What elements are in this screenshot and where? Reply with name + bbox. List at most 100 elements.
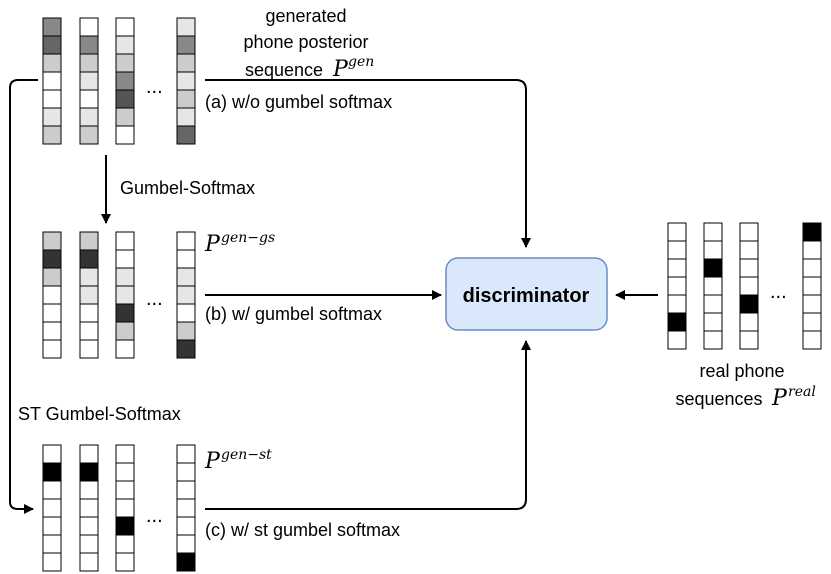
generated-posterior-cell [176,71,196,91]
p-gen-st-superscript: gen−st [221,447,272,463]
generated-posterior-cell [42,17,62,37]
real-phone-cell [703,276,723,296]
generated-posterior-cell [115,71,135,91]
st-gumbel-softmax-arrow-label: ST Gumbel-Softmax [18,404,181,424]
st-gumbel-softmax-cell [79,480,99,500]
gumbel-softmax-cell [79,231,99,251]
gumbel-softmax-cell [176,339,196,359]
real-caption-line-2: sequences [675,389,762,409]
real-phone-cell [739,294,759,314]
gumbel-softmax-cell [42,339,62,359]
generated-posterior-cell [115,17,135,37]
p-gen-superscript: gen [348,54,374,70]
generated-posterior-cell [176,125,196,145]
generated-posterior-cell [115,107,135,127]
p-real-symbol: P [771,386,788,411]
st-gumbel-softmax-cell [42,480,62,500]
gumbel-softmax-cell [42,231,62,251]
st-gumbel-softmax-cell [176,552,196,572]
st-gumbel-softmax-cell [79,516,99,536]
gumbel-softmax-cell [115,321,135,341]
st-gumbel-softmax-cell [42,462,62,482]
gumbel-softmax-cell [115,303,135,323]
real-phone-cell [802,330,822,350]
gumbel-softmax-cell [79,321,99,341]
real-phone-cell [802,294,822,314]
st-gumbel-softmax-cell [79,444,99,464]
gumbel-softmax-arrow-label: Gumbel-Softmax [120,178,255,198]
generated-caption-line-1: generated [265,6,346,26]
gumbel-softmax-cell [176,267,196,287]
real-phone-cell [739,276,759,296]
generated-posterior-cell [176,89,196,109]
real-phone-cell [703,330,723,350]
ellipsis-generated: ... [146,76,163,98]
real-caption: real phone sequences P real [675,361,815,411]
st-gumbel-softmax-cell [79,462,99,482]
st-gumbel-softmax-cell [42,444,62,464]
st-gumbel-softmax-cell [115,498,135,518]
p-real-superscript: real [788,384,816,400]
st-gumbel-softmax-cell [42,516,62,536]
real-phone-cell [802,312,822,332]
p-gen-st-symbol: P [204,449,221,474]
gumbel-softmax-cell [42,321,62,341]
gumbel-softmax-cell [42,267,62,287]
st-gumbel-softmax-cell [115,552,135,572]
ellipsis-st: ... [146,505,163,527]
real-phone-cell [667,276,687,296]
gumbel-softmax-cell [176,249,196,269]
real-phone-cell [703,312,723,332]
st-gumbel-softmax-cell [42,534,62,554]
generated-posterior-cell [176,53,196,73]
generated-posterior-cell [176,107,196,127]
st-gumbel-softmax-cell [42,552,62,572]
real-phone-cell [703,222,723,242]
real-phone-cell [739,258,759,278]
generated-posterior-cell [42,107,62,127]
st-gumbel-softmax-cell [115,534,135,554]
generated-posterior-cell [79,125,99,145]
ellipsis-gumbel: ... [146,288,163,310]
generated-posterior-grid [42,17,196,145]
gumbel-softmax-cell [79,339,99,359]
generated-posterior-cell [42,89,62,109]
real-phone-cell [739,330,759,350]
arrow-path-a [205,79,531,248]
real-phone-cell [667,240,687,260]
p-gen-gs-label: P gen−gs [204,230,275,257]
st-gumbel-softmax-grid [42,444,196,572]
gumbel-softmax-cell [176,321,196,341]
real-caption-line-1: real phone [699,361,784,381]
path-label-a: (a) w/o gumbel softmax [205,92,392,112]
st-gumbel-softmax-cell [115,516,135,536]
p-gen-gs-superscript: gen−gs [221,230,275,246]
st-gumbel-softmax-cell [176,516,196,536]
st-gumbel-softmax-cell [79,552,99,572]
st-gumbel-softmax-cell [176,462,196,482]
real-phone-cell [739,222,759,242]
generated-posterior-cell [42,125,62,145]
st-gumbel-softmax-cell [115,462,135,482]
st-gumbel-softmax-cell [176,498,196,518]
st-gumbel-softmax-cell [176,534,196,554]
gumbel-softmax-cell [176,285,196,305]
real-phone-cell [802,222,822,242]
gumbel-softmax-cell [115,267,135,287]
real-phone-cell [667,294,687,314]
real-phone-cell [667,222,687,242]
generated-posterior-cell [79,107,99,127]
ellipsis-real: ... [770,281,787,303]
generated-posterior-cell [115,53,135,73]
st-gumbel-softmax-cell [176,480,196,500]
gumbel-softmax-cell [115,339,135,359]
path-label-b: (b) w/ gumbel softmax [205,304,382,324]
real-phone-cell [703,294,723,314]
generated-caption-line-3: sequence [245,60,323,80]
gumbel-softmax-cell [115,231,135,251]
p-gen-gs-symbol: P [204,232,221,257]
gumbel-softmax-cell [79,303,99,323]
discriminator-box: discriminator [445,257,608,331]
generated-posterior-cell [42,71,62,91]
real-phone-grid [667,222,822,350]
